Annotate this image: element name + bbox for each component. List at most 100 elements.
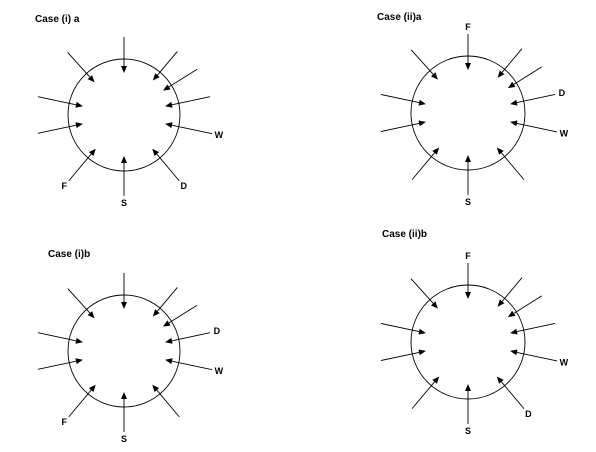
case-diagram-2: Case (ii)aF D W S [377, 12, 569, 207]
arrow-e1 [510, 323, 556, 335]
arrow-shaft [410, 49, 434, 75]
arrowhead [88, 384, 96, 392]
arrow-e2 [165, 358, 213, 371]
arrow-shaft [411, 381, 435, 409]
arrow-shaft [171, 332, 211, 342]
direction-label: D [181, 181, 188, 191]
arrowhead [87, 311, 95, 319]
arrowhead [75, 101, 83, 108]
arrowhead [165, 358, 173, 365]
arrow-s [121, 392, 127, 432]
arrow-shaft [37, 96, 77, 106]
arrow-ne [497, 277, 523, 307]
arrow-ne2 [163, 69, 198, 91]
direction-label: W [215, 130, 224, 140]
arrow-shaft [156, 153, 180, 182]
arrow-e1 [165, 332, 211, 344]
direction-label: W [560, 128, 569, 138]
arrow-se [152, 148, 180, 182]
arrow-se [152, 384, 180, 418]
arrow-se [496, 147, 525, 180]
arrow-shaft [171, 96, 211, 106]
arrow-s [121, 156, 127, 196]
case-title: Case (i) a [35, 14, 80, 25]
direction-label: F [465, 22, 471, 32]
arrow-shaft [68, 153, 92, 182]
direction-label: S [121, 434, 127, 444]
arrowhead [418, 99, 426, 106]
direction-label: F [61, 181, 67, 191]
arrowhead [163, 84, 171, 91]
arrowhead [165, 101, 173, 108]
arrow-n [465, 263, 471, 299]
arrow-ne2 [163, 305, 198, 327]
arrow-sw [68, 384, 96, 418]
arrowhead [507, 81, 516, 89]
arrowhead [121, 156, 127, 163]
case-title: Case (i)b [48, 249, 90, 260]
direction-label: S [465, 426, 471, 436]
arrow-shaft [501, 277, 523, 302]
direction-label: D [214, 326, 221, 336]
arrowhead [121, 66, 127, 73]
arrowhead [418, 120, 426, 127]
direction-label: F [465, 251, 471, 261]
arrow-shaft [516, 351, 558, 362]
arrow-e2 [165, 122, 213, 135]
arrowhead [465, 292, 471, 299]
arrow-w2 [380, 120, 426, 132]
arrowhead [418, 349, 426, 356]
arrow-shaft [67, 52, 91, 78]
arrowhead [465, 63, 471, 70]
arrow-w1 [37, 96, 83, 108]
case-title: Case (ii)a [377, 12, 422, 23]
arrow-s [465, 384, 471, 424]
case-diagram-3: Case (i)bD W S F [37, 249, 224, 444]
arrow-shaft [516, 323, 556, 333]
arrow-shaft [513, 295, 543, 314]
arrow-shaft [501, 48, 523, 73]
arrow-sw [411, 376, 440, 409]
arrow-shaft [501, 152, 525, 180]
arrow-e1 [165, 96, 211, 108]
direction-label: W [215, 366, 224, 376]
direction-label: D [559, 88, 566, 98]
arrow-ne2 [507, 295, 543, 318]
arrow-sw [68, 148, 96, 182]
arrow-nw [410, 49, 438, 80]
arrow-e2 [510, 120, 558, 133]
arrowhead [152, 148, 160, 156]
arrowhead [75, 337, 83, 344]
arrow-n [121, 37, 127, 73]
arrow-ne2 [507, 66, 543, 89]
arrowhead [88, 148, 96, 156]
arrow-shaft [380, 122, 420, 132]
arrowhead [465, 155, 471, 162]
arrow-ne [497, 48, 523, 78]
arrowhead [152, 309, 160, 317]
direction-label: F [61, 417, 67, 427]
arrow-shaft [380, 94, 420, 104]
arrow-s [465, 155, 471, 195]
direction-label: S [465, 197, 471, 207]
arrow-w1 [380, 323, 426, 335]
arrowhead [152, 384, 160, 392]
arrow-e2 [510, 349, 558, 362]
arrow-shaft [380, 323, 420, 333]
arrow-shaft [67, 288, 91, 314]
arrow-shaft [37, 332, 77, 342]
arrow-shaft [171, 124, 213, 135]
arrowhead [510, 349, 518, 356]
arrowhead [496, 376, 504, 384]
arrowhead [431, 72, 438, 80]
arrow-n [121, 273, 127, 309]
ring-circle [67, 294, 181, 408]
arrowhead [87, 75, 95, 83]
ring-circle [410, 55, 526, 171]
arrowhead [432, 376, 440, 384]
arrow-w2 [37, 358, 83, 370]
arrow-shaft [168, 69, 198, 88]
arrowhead [507, 310, 516, 318]
